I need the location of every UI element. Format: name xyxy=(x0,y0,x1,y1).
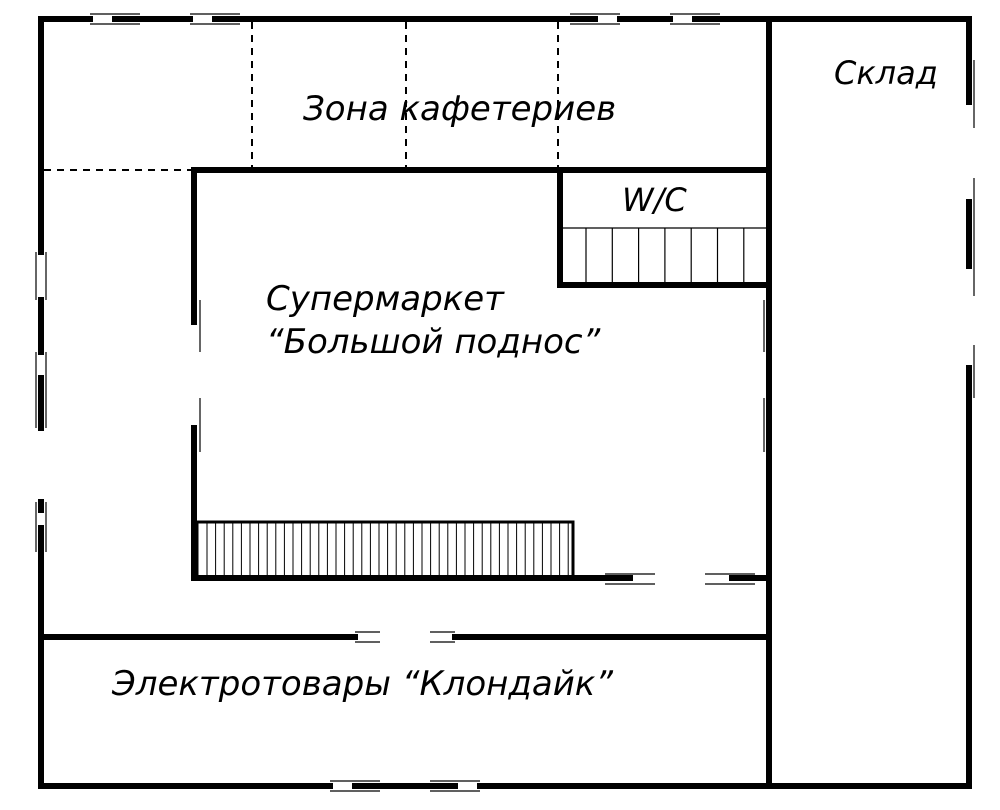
supermarket-label-line2: “Большой поднос” xyxy=(266,322,601,362)
wc-label: W/C xyxy=(622,181,687,219)
outer-walls xyxy=(38,16,972,789)
main-staircase xyxy=(195,520,575,580)
cafeteria-partitions xyxy=(44,22,559,171)
electronics-label: Электротовары “Клондайк” xyxy=(111,664,613,704)
wc-staircase xyxy=(563,227,772,282)
supermarket-label-line1: Супермаркет xyxy=(266,279,505,319)
door-marks xyxy=(35,13,975,792)
storage-label: Склад xyxy=(834,54,938,92)
cafeteria-zone-label: Зона кафетериев xyxy=(303,89,616,129)
